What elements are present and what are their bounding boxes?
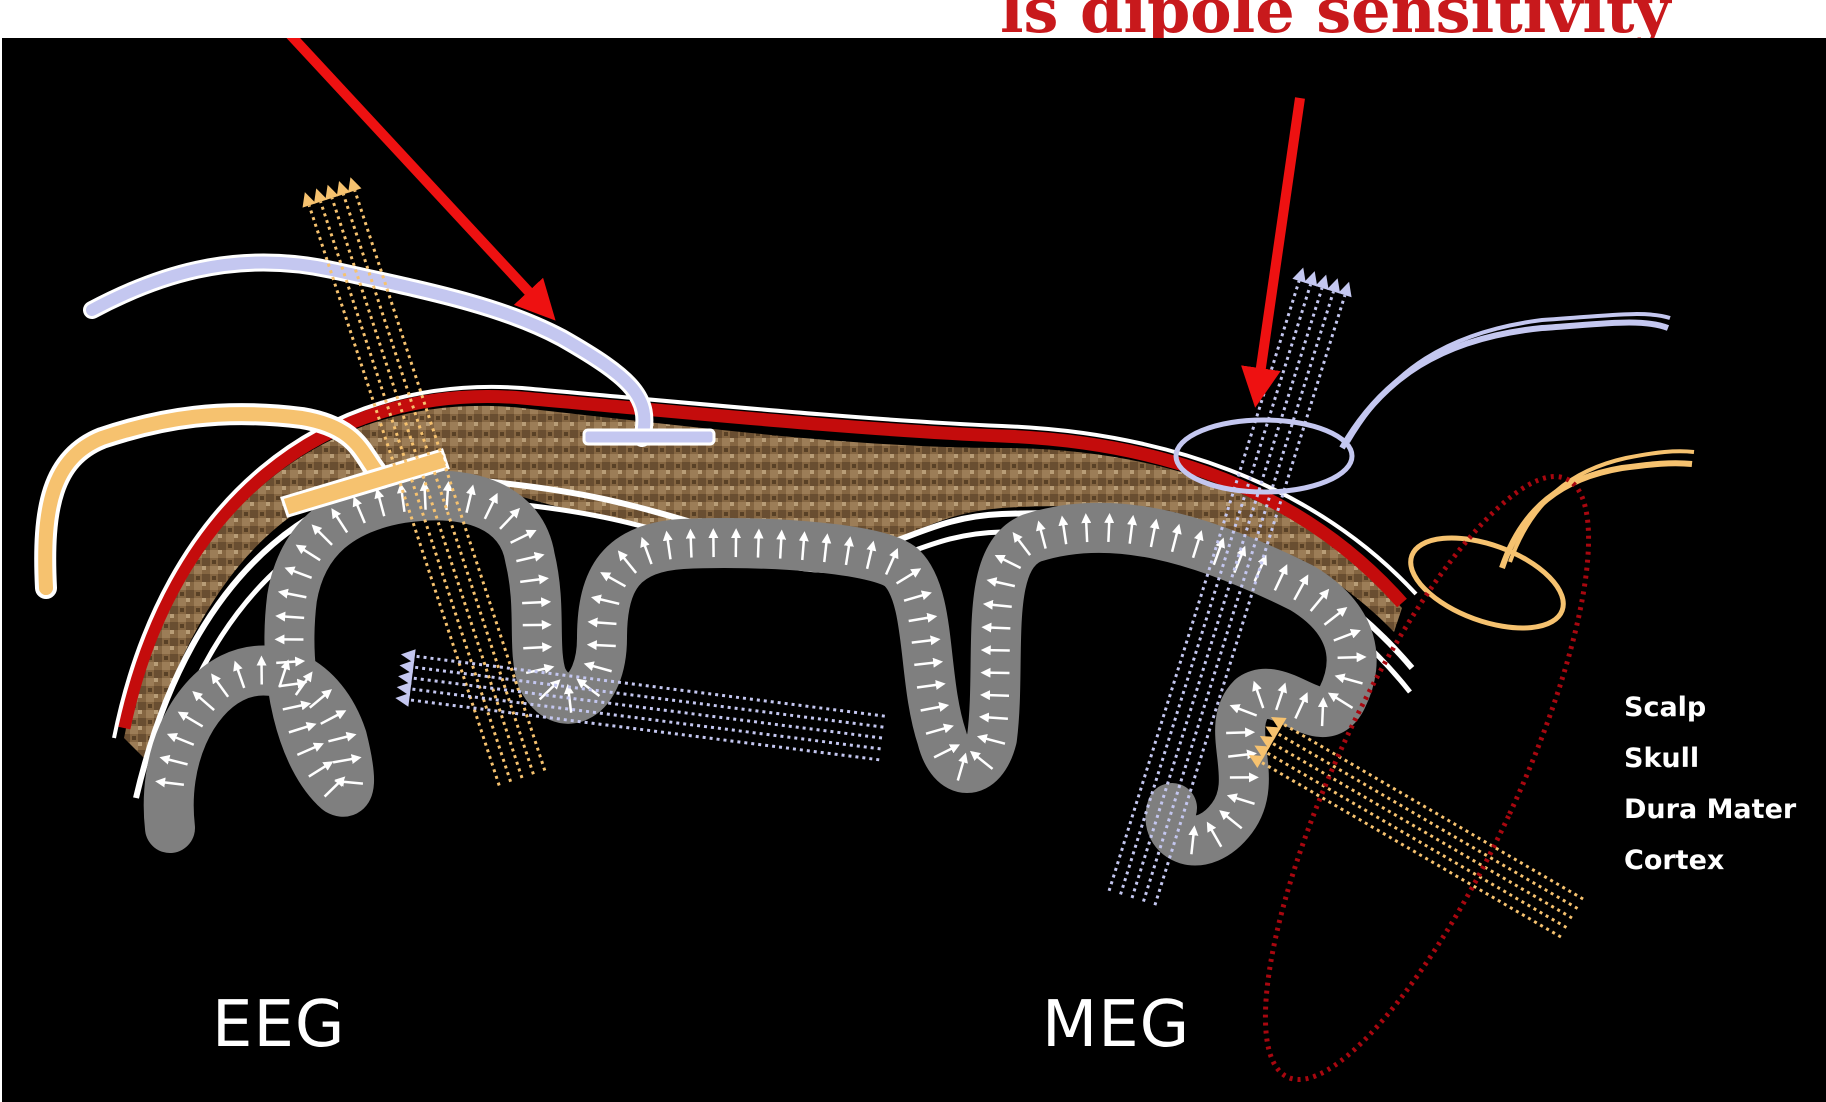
eeg-field-line-head [337, 181, 350, 196]
dipole-arrow-icon [425, 486, 426, 510]
eeg-field-line-head [303, 192, 316, 207]
meg-label: MEG [1042, 988, 1190, 1062]
dipole-arrow-icon [276, 661, 300, 663]
dipole-arrow-icon [1086, 518, 1087, 542]
dipole-arrow-icon [592, 645, 616, 646]
meg-coil-wire-orange [1502, 463, 1692, 568]
dipole-arrow-icon [522, 602, 546, 603]
dipole-arrow-icon [1108, 518, 1109, 542]
meg-field-line-head [1292, 267, 1305, 282]
meg-field-line-head [1304, 271, 1317, 286]
layer-label-cortex: Cortex [1624, 845, 1724, 876]
dipole-arrow-icon [593, 622, 617, 624]
dipole-arrow-icon [1226, 732, 1250, 733]
meg-field-lines-orange [1249, 717, 1583, 937]
meg-field-line [1283, 724, 1583, 899]
eeg-field-line-head [325, 185, 338, 200]
eeg-electrode-pad-lavender [584, 430, 714, 444]
eeg-field-line-head [348, 177, 361, 192]
meg-field-line [1266, 753, 1566, 928]
meg-field-line-head [1327, 278, 1340, 293]
eeg-field-line-head [395, 693, 410, 707]
dipole-arrow-icon [985, 695, 1009, 696]
dipole-arrow-icon [523, 647, 547, 648]
meg-field-line [1278, 733, 1578, 908]
layer-label-skull: Skull [1624, 743, 1699, 774]
meg-field-line [1261, 762, 1561, 937]
eeg-field-line-head [401, 649, 416, 663]
dipole-arrow-icon [986, 627, 1010, 628]
eeg-field-line-head [397, 682, 412, 696]
dipole-arrow-icon [984, 717, 1008, 719]
eeg-meg-diagram: EEG MEG Scalp Skull Dura Mater Cortex [2, 38, 1826, 1102]
meg-field-line-head [1315, 275, 1328, 290]
eeg-field-line-head [314, 188, 327, 203]
dipole-arrow-icon [1338, 657, 1362, 658]
eeg-label: EEG [212, 988, 345, 1062]
dipole-arrow-icon [691, 534, 692, 558]
dipole-arrow-icon [280, 616, 304, 618]
meg-field-line-head [1338, 282, 1351, 297]
layer-label-scalp: Scalp [1624, 692, 1706, 723]
meg-annotation-arrow [1258, 98, 1300, 388]
eeg-field-lines-lavender [395, 649, 884, 760]
diagram-panel: EEG MEG Scalp Skull Dura Mater Cortex [2, 38, 1826, 1102]
eeg-field-line-head [398, 671, 413, 685]
dipole-arrow-icon [780, 535, 781, 559]
eeg-field-line-head [400, 660, 415, 674]
layer-label-dura-mater: Dura Mater [1624, 794, 1797, 825]
meg-coil-orange [1399, 520, 1575, 646]
dipole-arrow-icon [758, 534, 759, 558]
dipole-arrow-icon [1322, 702, 1323, 726]
